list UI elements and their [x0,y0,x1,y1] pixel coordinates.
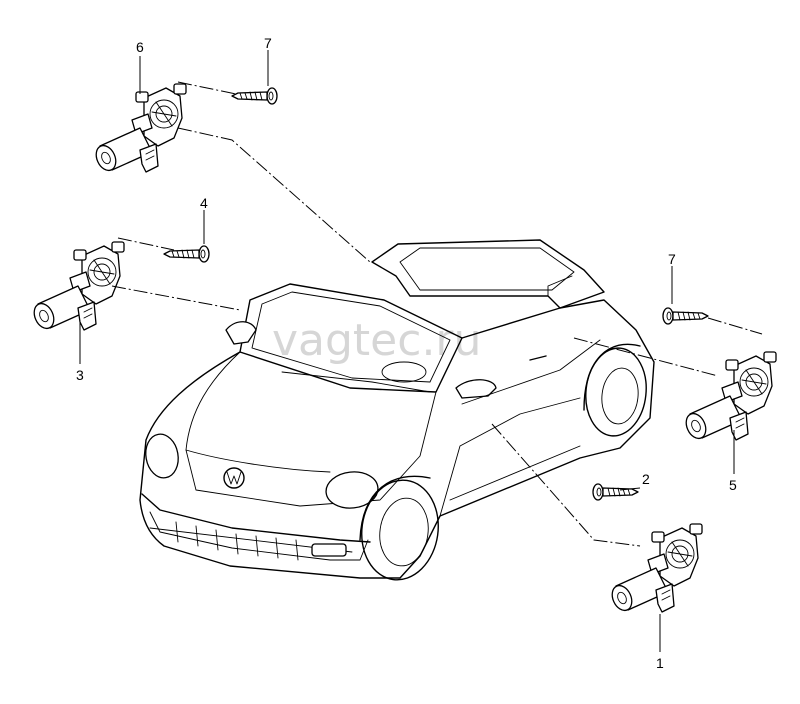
callout-7-front-left: 7 [264,35,272,51]
window-motor-front-right [607,523,703,615]
screw-rear-right [662,307,709,325]
callout-7-rear-right: 7 [668,251,676,267]
callout-4: 4 [200,195,208,211]
screw-front-right [592,483,639,501]
window-motor-rear-left [29,241,125,333]
assembly-lines [111,81,763,547]
screw-rear-left [163,245,210,263]
callout-5: 5 [729,477,737,493]
callout-6: 6 [136,39,144,55]
car-illustration [139,239,655,581]
watermark-text: vagtec.ru [272,315,481,366]
window-motor-rear-right [681,351,777,443]
callout-1: 1 [656,655,664,671]
callout-2: 2 [642,471,650,487]
callout-3: 3 [76,367,84,383]
leader-lines [79,50,735,652]
window-motor-front-left [91,83,187,175]
screw-front-left [231,87,278,105]
